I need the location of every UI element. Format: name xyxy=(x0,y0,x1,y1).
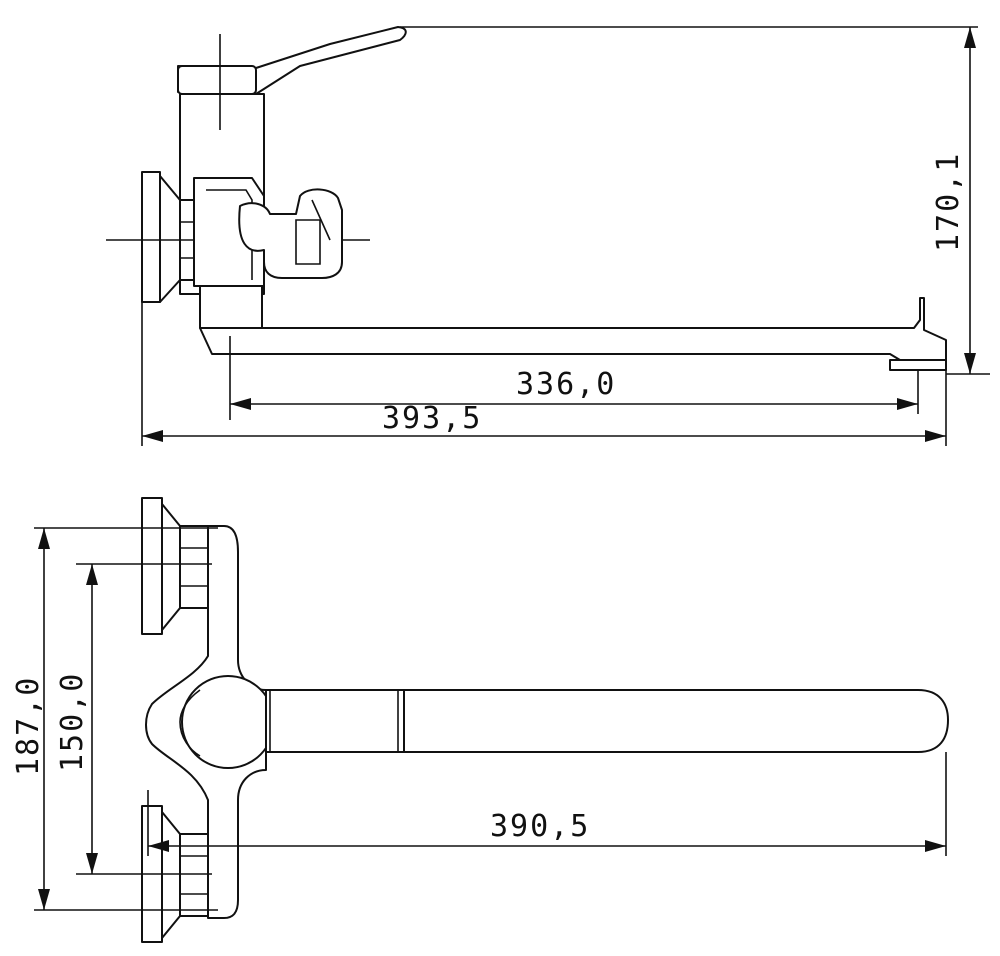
diverter-knob xyxy=(238,188,343,279)
outer-span-label: 187,0 xyxy=(11,676,46,776)
reach-dimension-label: 336,0 xyxy=(516,367,616,402)
spout-collar xyxy=(265,689,405,753)
spout-base xyxy=(199,285,263,329)
center-distance-label: 150,0 xyxy=(55,672,90,772)
overall-length-top-label: 390,5 xyxy=(490,809,590,844)
overall-length-side-label: 393,5 xyxy=(382,401,482,436)
spout-tube-top xyxy=(403,689,949,753)
mixer-round-body xyxy=(181,675,275,769)
height-dimension-label: 170,1 xyxy=(931,152,966,252)
top-view: 390,5 187,0 150,0 xyxy=(11,497,949,943)
upper-flange xyxy=(141,497,163,635)
wall-flange xyxy=(141,171,161,303)
cartridge-cap xyxy=(177,65,257,95)
side-view: 170,1 336,0 393,5 xyxy=(106,26,990,446)
spout-tube xyxy=(199,297,947,361)
